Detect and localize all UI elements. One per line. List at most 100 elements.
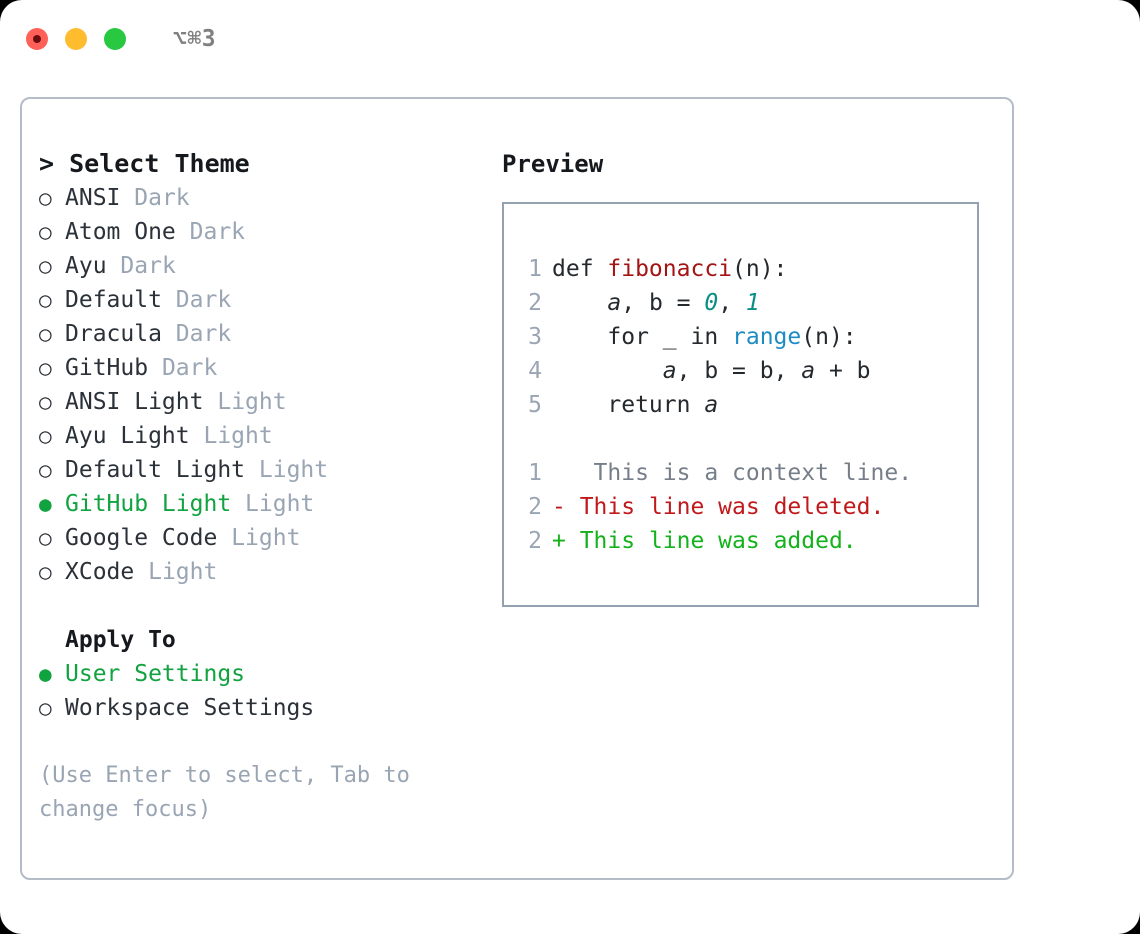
radio-unselected-icon: ○ bbox=[39, 288, 52, 312]
theme-option-google-code[interactable]: ○Google Code Light bbox=[39, 521, 489, 555]
radio-unselected-icon: ○ bbox=[39, 220, 52, 244]
token-kw: range bbox=[732, 324, 802, 350]
theme-option-ayu-light[interactable]: ○ Ayu Light Light bbox=[39, 419, 489, 453]
keyboard-shortcut-label: ⌥⌘3 bbox=[173, 26, 217, 52]
spacer bbox=[217, 521, 231, 555]
token-plain: def bbox=[552, 256, 608, 282]
code-line-text: a, b = b, a + b bbox=[542, 354, 871, 388]
spacer bbox=[162, 283, 176, 317]
theme-option-tag: Light bbox=[203, 423, 273, 449]
token-plain: return bbox=[552, 392, 705, 418]
line-number: 4 bbox=[528, 358, 542, 384]
diff-marker bbox=[552, 460, 566, 486]
diff-line-text-context: This is a context line. bbox=[542, 456, 913, 490]
diff-marker: + bbox=[552, 528, 566, 554]
line-number: 2 bbox=[528, 528, 542, 554]
theme-option-ansi-light[interactable]: ○ANSI Light Light bbox=[39, 385, 489, 419]
token-var: a bbox=[607, 290, 622, 316]
spacer bbox=[148, 351, 162, 385]
maximize-button[interactable] bbox=[104, 28, 126, 50]
theme-option-label: Default bbox=[65, 287, 162, 313]
theme-option-label: ANSI bbox=[65, 185, 121, 211]
token-plain: (n): bbox=[801, 324, 857, 350]
token-plain: , b = bbox=[621, 290, 705, 316]
theme-option-tag: Dark bbox=[134, 185, 190, 211]
theme-option-default[interactable]: ○ Default Dark bbox=[39, 283, 489, 317]
spacer bbox=[245, 453, 259, 487]
code-spacer bbox=[508, 422, 912, 456]
radio-selected-icon: ● bbox=[39, 662, 52, 686]
apply-to-option-user-settings[interactable]: ● User Settings bbox=[39, 657, 489, 691]
theme-option-ansi[interactable]: ○ANSI Dark bbox=[39, 181, 489, 215]
token-plain bbox=[552, 358, 663, 384]
spacer bbox=[134, 555, 148, 589]
theme-option-tag: Light bbox=[217, 389, 287, 415]
theme-picker-header: > Select Theme bbox=[39, 149, 250, 178]
close-button[interactable] bbox=[26, 28, 48, 50]
diff-marker: - bbox=[552, 494, 566, 520]
close-icon bbox=[33, 35, 41, 43]
theme-option-tag: Light bbox=[231, 525, 301, 551]
radio-selected-icon: ● bbox=[39, 492, 52, 516]
diff-text: This line was added. bbox=[565, 528, 857, 554]
radio-unselected-icon: ○ bbox=[39, 424, 52, 448]
token-plain bbox=[552, 290, 607, 316]
theme-option-label: Ayu Light bbox=[65, 423, 190, 449]
code-line-text: for _ in range(n): bbox=[542, 320, 857, 354]
code-line-text: return a bbox=[542, 388, 718, 422]
line-number: 5 bbox=[528, 392, 542, 418]
theme-option-xcode[interactable]: ○XCode Light bbox=[39, 555, 489, 589]
diff-text: This is a context line. bbox=[565, 460, 913, 486]
theme-option-label: GitHub Light bbox=[65, 491, 232, 517]
theme-option-default-light[interactable]: ○ Default Light Light bbox=[39, 453, 489, 487]
radio-unselected-icon: ○ bbox=[39, 458, 52, 482]
diff-line-text-deleted: - This line was deleted. bbox=[542, 490, 884, 524]
theme-option-tag: Dark bbox=[175, 287, 232, 313]
apply-to-list: ● User Settings ○Workspace Settings bbox=[39, 657, 489, 725]
diff-text: This line was deleted. bbox=[565, 494, 885, 520]
theme-option-label: GitHub bbox=[65, 355, 149, 381]
token-fn: fibonacci bbox=[607, 256, 733, 282]
line-number: 2 bbox=[528, 494, 542, 520]
code-line: 3 for _ in range(n): bbox=[508, 320, 912, 354]
keyboard-hint: (Use Enter to select, Tab to change focu… bbox=[39, 763, 410, 822]
theme-option-label: Default Light bbox=[65, 457, 246, 483]
line-number: 1 bbox=[528, 256, 542, 282]
apply-to-option-label: User Settings bbox=[65, 661, 246, 687]
theme-option-dracula[interactable]: ○Dracula Dark bbox=[39, 317, 489, 351]
minimize-button[interactable] bbox=[65, 28, 87, 50]
token-num: 1 bbox=[745, 290, 760, 316]
radio-unselected-icon: ○ bbox=[39, 696, 52, 720]
token-plain: + b bbox=[815, 358, 871, 384]
apply-to-option-workspace-settings[interactable]: ○Workspace Settings bbox=[39, 691, 489, 725]
theme-option-atom-one[interactable]: ○Atom One Dark bbox=[39, 215, 489, 249]
theme-option-ayu[interactable]: ○Ayu Dark bbox=[39, 249, 489, 283]
main-panel: > Select Theme ○ANSI Dark○Atom One Dark○… bbox=[20, 97, 1014, 880]
code-line-text: a, b = 0, 1 bbox=[542, 286, 760, 320]
radio-unselected-icon: ○ bbox=[39, 322, 52, 346]
theme-option-tag: Light bbox=[258, 457, 329, 483]
line-number: 1 bbox=[528, 460, 542, 486]
spacer bbox=[190, 419, 204, 453]
diff-line: 2 + This line was added. bbox=[508, 524, 912, 558]
token-plain: for _ in bbox=[552, 324, 733, 350]
theme-option-github[interactable]: ○GitHub Dark bbox=[39, 351, 489, 385]
spacer bbox=[107, 249, 121, 283]
spacer bbox=[162, 317, 176, 351]
spacer bbox=[120, 181, 134, 215]
token-var: a bbox=[704, 392, 719, 418]
theme-picker-column: > Select Theme ○ANSI Dark○Atom One Dark○… bbox=[39, 147, 489, 827]
code-line-text: def fibonacci(n): bbox=[542, 252, 787, 286]
token-plain: (n): bbox=[732, 256, 788, 282]
token-plain: , bbox=[718, 290, 746, 316]
diff-line: 2- This line was deleted. bbox=[508, 490, 912, 524]
diff-line: 1 This is a context line. bbox=[508, 456, 912, 490]
theme-option-tag: Dark bbox=[161, 355, 218, 381]
line-number: 3 bbox=[528, 324, 542, 350]
theme-option-label: XCode bbox=[65, 559, 135, 585]
apply-to-header-row: ○Apply To bbox=[39, 623, 489, 657]
radio-unselected-icon: ○ bbox=[39, 390, 52, 414]
theme-option-github-light[interactable]: ●GitHub Light Light bbox=[39, 487, 489, 521]
